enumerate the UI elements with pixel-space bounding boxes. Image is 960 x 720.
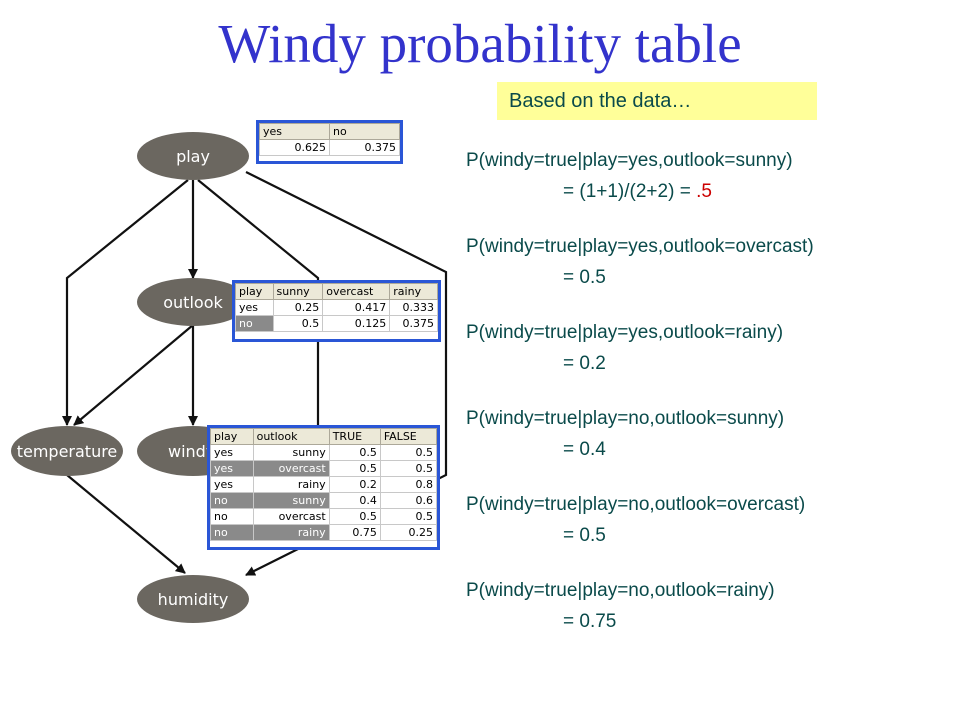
equation-result: = 0.75 xyxy=(466,606,814,637)
equation-result: = (1+1)/(2+2) = .5 xyxy=(466,176,814,207)
probability-equation: P(windy=true|play=yes,outlook=sunny) = (… xyxy=(466,145,814,231)
node-humidity-label: humidity xyxy=(158,590,229,609)
play-table-cell: 0.375 xyxy=(329,139,400,156)
probability-equation: P(windy=true|play=yes,outlook=rainy) = 0… xyxy=(466,317,814,403)
windy-table-cell: 0.8 xyxy=(379,476,438,493)
windy-table-cell: 0.75 xyxy=(328,524,381,541)
equation-result: = 0.2 xyxy=(466,348,814,379)
node-outlook-label: outlook xyxy=(163,293,223,312)
outlook-table-cell: 0.5 xyxy=(272,315,324,332)
windy-table-cell: 0.4 xyxy=(328,492,381,509)
node-windy-label: windy xyxy=(168,442,215,461)
windy-table-cell: no xyxy=(210,508,254,525)
conditional-probability-list: P(windy=true|play=yes,outlook=sunny) = (… xyxy=(466,145,814,661)
equation-result-text: = 0.2 xyxy=(563,353,606,374)
equation-expression: P(windy=true|play=yes,outlook=rainy) xyxy=(466,322,784,343)
equation-result: = 0.5 xyxy=(466,262,814,293)
equation-result-text: = 0.5 xyxy=(563,267,606,288)
windy-table-cell: 0.5 xyxy=(328,444,381,461)
windy-table-cell: yes xyxy=(210,476,254,493)
equation-expression: P(windy=true|play=yes,outlook=sunny) xyxy=(466,150,793,171)
edge-temperature-humidity xyxy=(66,474,186,574)
edge-play-temperature xyxy=(62,179,189,426)
node-humidity[interactable]: humidity xyxy=(137,575,249,623)
windy-table-cell: yes xyxy=(210,460,254,477)
windy-table-cell: overcast xyxy=(252,508,330,525)
outlook-table-cell: 0.375 xyxy=(389,315,438,332)
outlook-table-header: overcast xyxy=(322,283,391,300)
node-outlook[interactable]: outlook xyxy=(137,278,249,326)
windy-table-cell: 0.2 xyxy=(328,476,381,493)
windy-table-cell: 0.5 xyxy=(328,508,381,525)
windy-table-cell: rainy xyxy=(252,476,330,493)
probability-equation: P(windy=true|play=no,outlook=rainy) = 0.… xyxy=(466,575,814,661)
windy-table-cell: overcast xyxy=(252,460,330,477)
outlook-table-header: rainy xyxy=(389,283,438,300)
play-table-cell: 0.625 xyxy=(259,139,330,156)
node-play[interactable]: play xyxy=(137,132,249,180)
windy-table-header: play xyxy=(210,428,254,445)
windy-table-cell: yes xyxy=(210,444,254,461)
equation-expression: P(windy=true|play=no,outlook=sunny) xyxy=(466,408,785,429)
node-temperature-label: temperature xyxy=(17,442,118,461)
windy-table-cell: no xyxy=(210,492,254,509)
slide-title: Windy probability table xyxy=(218,13,742,74)
windy-table-cell: 0.5 xyxy=(379,460,438,477)
windy-table-cell: no xyxy=(210,524,254,541)
windy-table-header: FALSE xyxy=(379,428,438,445)
outlook-table-cell: no xyxy=(235,315,274,332)
equation-expression: P(windy=true|play=no,outlook=rainy) xyxy=(466,580,775,601)
windy-table-cell: rainy xyxy=(252,524,330,541)
outlook-table-cell: 0.417 xyxy=(322,299,391,316)
outlook-table-cell: 0.333 xyxy=(389,299,438,316)
play-probability-table: yes no 0.625 0.375 xyxy=(256,120,403,164)
windy-table-cell: 0.25 xyxy=(379,524,438,541)
equation-expression: P(windy=true|play=no,outlook=overcast) xyxy=(466,494,806,515)
edge-outlook-temperature xyxy=(73,324,194,426)
play-table-header: yes xyxy=(259,123,330,140)
equation-expression: P(windy=true|play=yes,outlook=overcast) xyxy=(466,236,814,257)
windy-table-cell: 0.6 xyxy=(379,492,438,509)
equation-result-text: = (1+1)/(2+2) = xyxy=(563,181,697,202)
equation-result-text: = 0.5 xyxy=(563,525,606,546)
windy-table-cell: 0.5 xyxy=(328,460,381,477)
windy-table-cell: 0.5 xyxy=(379,444,438,461)
outlook-probability-table: play sunny overcast rainy yes 0.25 0.417… xyxy=(232,280,441,342)
play-table-header: no xyxy=(329,123,400,140)
windy-probability-table: play outlook TRUE FALSE yes sunny 0.5 0.… xyxy=(207,425,440,550)
windy-table-cell: sunny xyxy=(252,444,330,461)
node-play-label: play xyxy=(176,147,210,166)
equation-result: = 0.4 xyxy=(466,434,814,465)
windy-table-cell: sunny xyxy=(252,492,330,509)
outlook-table-header: play xyxy=(235,283,274,300)
equation-result-text: = 0.4 xyxy=(563,439,606,460)
equation-result-value: .5 xyxy=(696,181,712,202)
windy-table-cell: 0.5 xyxy=(379,508,438,525)
probability-equation: P(windy=true|play=yes,outlook=overcast) … xyxy=(466,231,814,317)
data-note: Based on the data… xyxy=(497,82,817,120)
equation-result: = 0.5 xyxy=(466,520,814,551)
probability-equation: P(windy=true|play=no,outlook=sunny) = 0.… xyxy=(466,403,814,489)
edge-play-windy xyxy=(197,179,320,425)
probability-equation: P(windy=true|play=no,outlook=overcast) =… xyxy=(466,489,814,575)
outlook-table-cell: 0.25 xyxy=(272,299,324,316)
windy-table-header: outlook xyxy=(252,428,330,445)
equation-result-text: = 0.75 xyxy=(563,611,617,632)
node-temperature[interactable]: temperature xyxy=(11,426,123,476)
outlook-table-cell: yes xyxy=(235,299,274,316)
outlook-table-cell: 0.125 xyxy=(322,315,391,332)
windy-table-header: TRUE xyxy=(328,428,381,445)
outlook-table-header: sunny xyxy=(272,283,324,300)
